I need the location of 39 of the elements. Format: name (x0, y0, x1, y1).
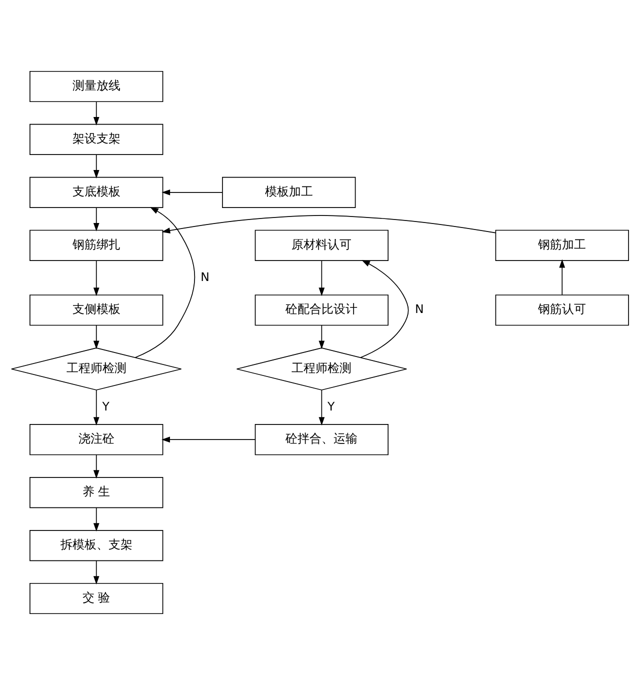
arrow (93, 324, 100, 349)
arrow (93, 100, 100, 125)
node-box: 浇注砼 (30, 424, 164, 455)
arrow (93, 507, 100, 532)
arrow (93, 454, 100, 478)
arrow (360, 259, 409, 358)
node-box: 砼拌合、运输 (254, 424, 389, 455)
arrow (93, 206, 100, 231)
arrow (559, 258, 566, 295)
node-box: 交 验 (30, 582, 164, 614)
arrow (318, 389, 325, 426)
node-box: 砼配合比设计 (254, 294, 389, 326)
arrow (318, 260, 325, 296)
node-box: 测量放线 (30, 70, 164, 102)
arrow (318, 324, 325, 349)
edge-label: N (414, 302, 424, 316)
arrow (162, 436, 256, 442)
node-box: 钢筋认可 (495, 294, 629, 326)
edge-label: Y (328, 398, 335, 413)
node-box: 架设支架 (30, 123, 164, 155)
node-box: 养 生 (30, 476, 164, 508)
arrow (93, 560, 100, 584)
node-box: 原材料认可 (254, 229, 389, 260)
arrow (162, 188, 223, 195)
arrow (93, 154, 100, 178)
edge-label: Y (102, 398, 110, 413)
edge-label: N (200, 269, 210, 284)
arrow (134, 206, 196, 358)
node-box: 钢筋加工 (495, 229, 629, 260)
node-box: 钢筋绑扎 (30, 229, 164, 260)
node-box: 支底模板 (30, 176, 164, 208)
arrow (93, 260, 100, 296)
node-box: 模板加工 (222, 176, 356, 208)
node-diamond: 工程师检测 (236, 347, 408, 390)
node-diamond: 工程师检测 (11, 347, 182, 390)
node-box: 拆模板、支架 (30, 529, 164, 561)
arrow (162, 214, 496, 233)
arrow (93, 389, 100, 426)
node-box: 支侧模板 (30, 294, 164, 326)
